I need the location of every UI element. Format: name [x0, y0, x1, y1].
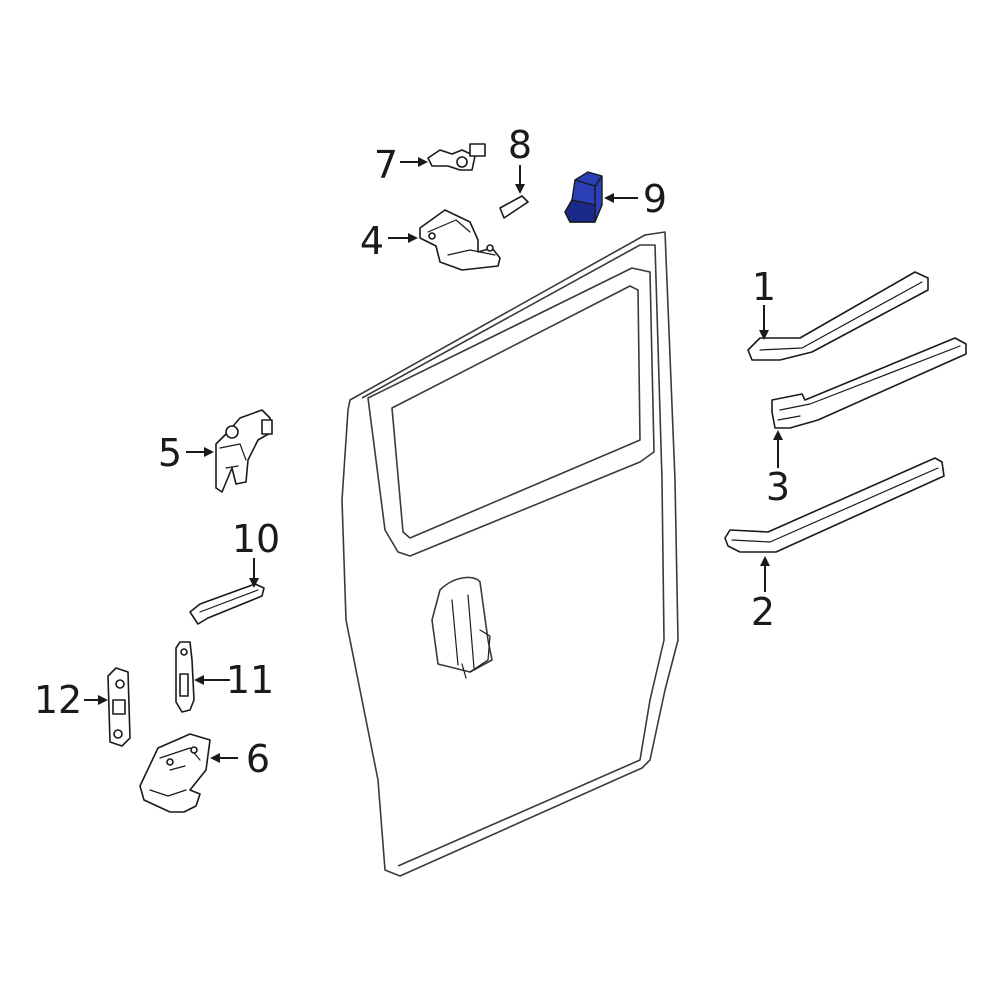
leaders: [84, 157, 783, 763]
callout-11: 11: [226, 658, 274, 702]
part-7-link: [427, 143, 486, 171]
callout-2: 2: [751, 590, 775, 634]
callout-7: 7: [374, 143, 398, 187]
callout-6: 6: [246, 737, 270, 781]
sliding-door-panel: [341, 231, 679, 877]
callout-9: 9: [643, 177, 667, 221]
part-4-upper-roller: [419, 209, 501, 271]
callout-3: 3: [766, 465, 790, 509]
callout-1: 1: [752, 265, 776, 309]
callout-10: 10: [232, 517, 280, 561]
callout-4: 4: [360, 219, 384, 263]
part-6-lower-roller: [139, 733, 211, 813]
part-1-upper-rail: [747, 271, 929, 361]
part-5-latch: [215, 409, 273, 493]
part-8-plate: [499, 195, 529, 219]
part-3-center-rail: [771, 337, 967, 429]
part-11-bracket: [175, 641, 195, 713]
part-2-lower-rail: [724, 457, 945, 553]
callout-12: 12: [34, 678, 82, 722]
callout-5: 5: [158, 431, 182, 475]
part-10-rod: [189, 583, 265, 625]
part-9-stopper-highlighted: [564, 171, 603, 223]
callout-8: 8: [508, 123, 532, 167]
part-12-striker: [107, 667, 131, 747]
callout-labels: 7 8 9 4 1 3 2 5 10 11 12 6: [34, 123, 790, 781]
